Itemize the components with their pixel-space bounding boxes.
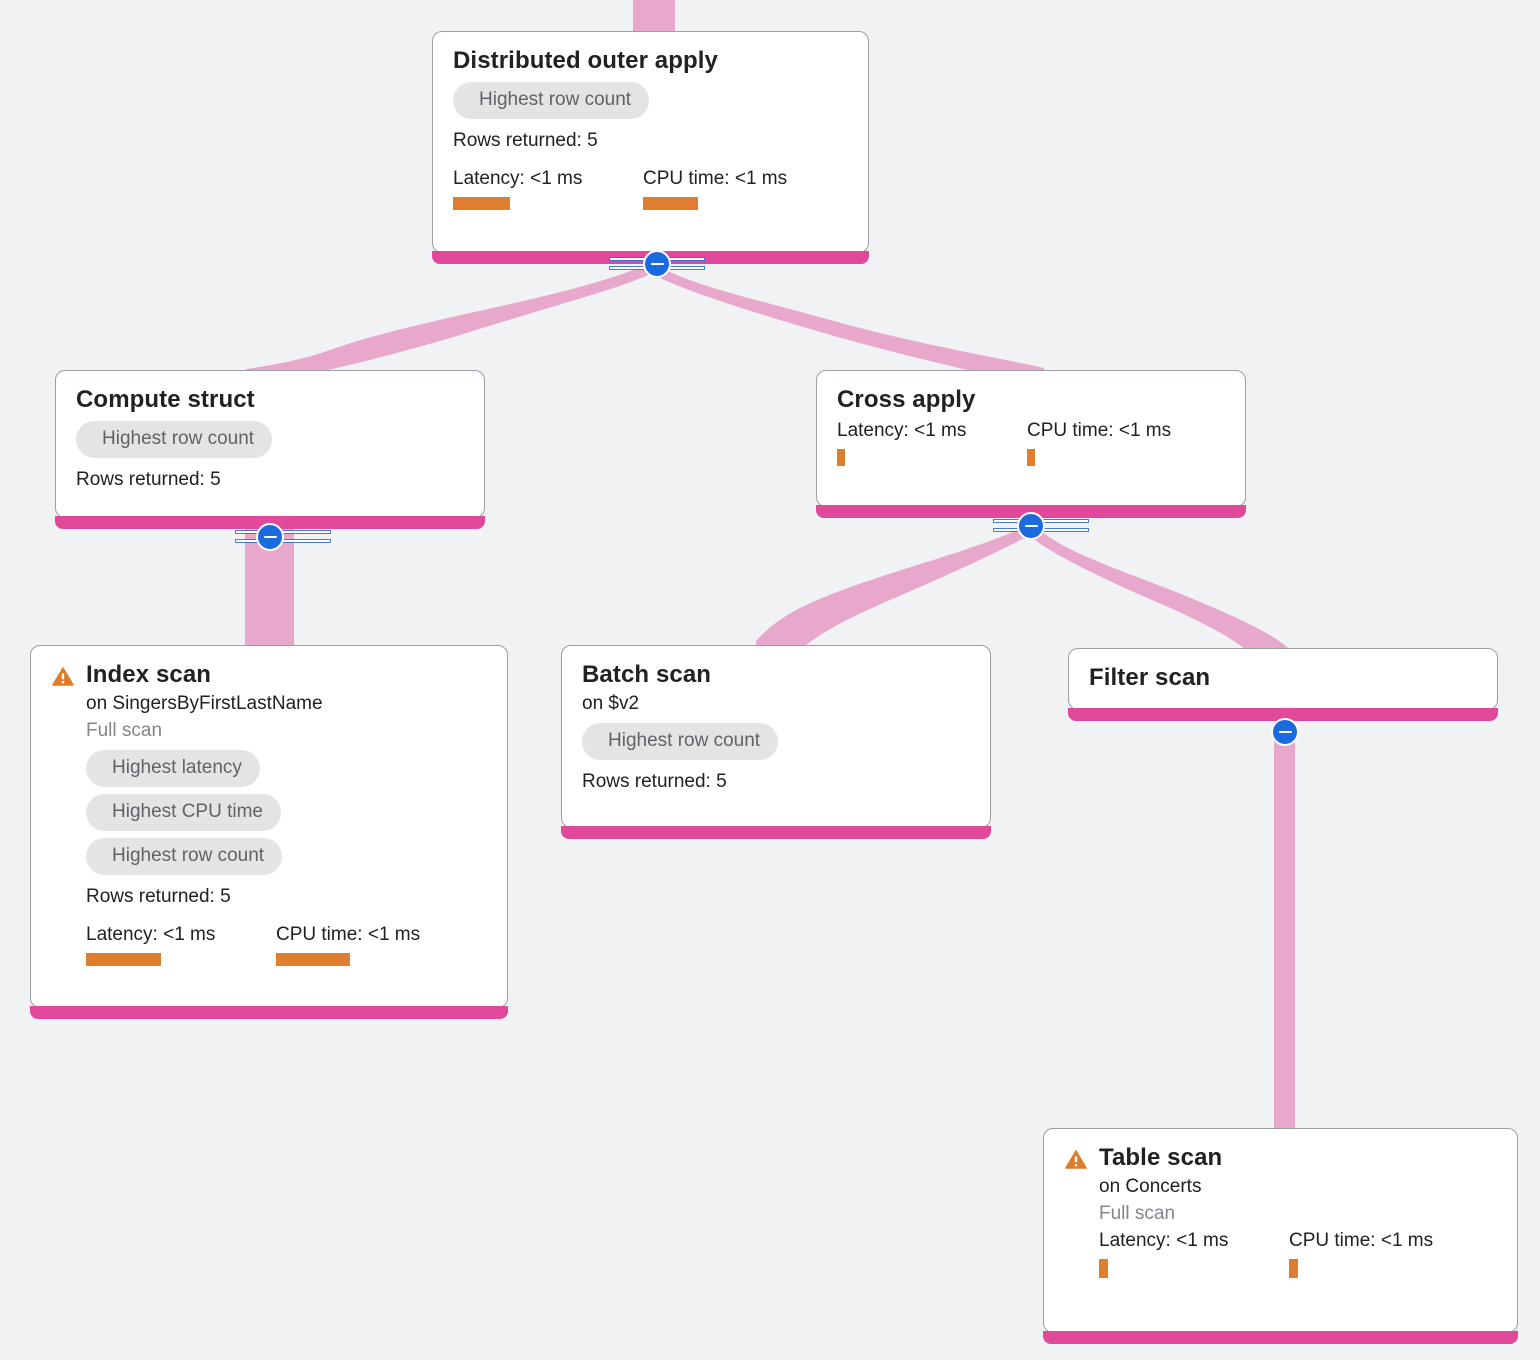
node-header: Index scan on SingersByFirstLastName Ful…: [51, 660, 487, 966]
metric-cpu-time-label: CPU time: <1 ms: [276, 924, 421, 945]
node-index-scan[interactable]: Index scan on SingersByFirstLastName Ful…: [30, 645, 508, 1019]
node-title: Compute struct: [76, 386, 255, 413]
metric-cpu-time: CPU time: <1 ms: [643, 167, 787, 210]
metric-cpu-time-label: CPU time: <1 ms: [643, 168, 788, 189]
node-body: Cross apply Latency: <1 ms CPU time: <1 …: [837, 385, 1171, 466]
metric-latency-bar: [1099, 1259, 1108, 1278]
metric-cpu-time-label: CPU time: <1 ms: [1289, 1230, 1434, 1251]
node-title: Filter scan: [1089, 664, 1211, 691]
node-title: Cross apply: [837, 386, 976, 413]
edge-root-inlet: [633, 0, 675, 32]
node-batch-scan[interactable]: Batch scan on $v2 Highest row count Rows…: [561, 645, 991, 839]
collapse-button-compute-struct[interactable]: [256, 523, 284, 551]
node-title: Table scan: [1099, 1144, 1223, 1171]
edge-cross-apply-to-filter-scan: [1030, 530, 1288, 650]
edge-root-to-cross-apply: [656, 268, 1044, 378]
chip-highest-row-count: Highest row count: [453, 82, 650, 119]
metric-cpu-time: CPU time: <1 ms: [1027, 419, 1171, 466]
node-header: Filter scan: [1089, 663, 1477, 693]
metric-latency-bar: [837, 449, 845, 466]
metric-cpu-time-bar: [276, 953, 350, 966]
node-accent-bar: [1043, 1331, 1518, 1344]
node-subtitle: on $v2: [582, 693, 640, 714]
metric-cpu-time-bar: [1289, 1259, 1298, 1278]
node-table-scan[interactable]: Table scan on Concerts Full scan Latency…: [1043, 1128, 1518, 1344]
rows-returned: Rows returned: 5: [453, 130, 598, 151]
node-header: Table scan on Concerts Full scan Latency…: [1064, 1143, 1497, 1278]
collapse-button-cross-apply[interactable]: [1017, 512, 1045, 540]
node-body: Filter scan: [1089, 663, 1210, 693]
metric-latency-bar: [86, 953, 161, 966]
node-body: Index scan on SingersByFirstLastName Ful…: [86, 660, 420, 966]
node-chips: Highest row count: [582, 723, 779, 760]
node-scan-note: Full scan: [1099, 1203, 1176, 1224]
metric-latency: Latency: <1 ms: [1099, 1229, 1289, 1278]
node-chips: Highest row count: [76, 421, 273, 458]
node-header: Compute struct Highest row count Rows re…: [76, 385, 464, 494]
edge-cross-apply-to-batch-scan: [756, 528, 1032, 650]
metric-latency: Latency: <1 ms: [837, 419, 1027, 466]
node-header: Distributed outer apply Highest row coun…: [453, 46, 848, 210]
node-metrics: Latency: <1 ms CPU time: <1 ms: [837, 419, 1171, 466]
metric-cpu-time-bar: [643, 197, 698, 210]
metric-cpu-time-label: CPU time: <1 ms: [1027, 420, 1172, 441]
node-subtitle: on SingersByFirstLastName: [86, 693, 323, 714]
metric-latency-label: Latency: <1 ms: [453, 168, 583, 189]
node-metrics: Latency: <1 ms CPU time: <1 ms: [86, 923, 420, 966]
node-body: Compute struct Highest row count Rows re…: [76, 385, 273, 494]
collapse-button-filter-scan[interactable]: [1271, 718, 1299, 746]
edge-root-to-compute-struct-fill: [246, 266, 654, 378]
rows-returned: Rows returned: 5: [582, 771, 727, 792]
node-scan-note: Full scan: [86, 720, 163, 741]
node-subtitle: on Concerts: [1099, 1176, 1202, 1197]
node-cross-apply[interactable]: Cross apply Latency: <1 ms CPU time: <1 …: [816, 370, 1246, 518]
node-distributed-outer-apply[interactable]: Distributed outer apply Highest row coun…: [432, 31, 869, 264]
node-body: Table scan on Concerts Full scan Latency…: [1099, 1143, 1433, 1278]
node-accent-bar: [30, 1006, 508, 1019]
metric-cpu-time: CPU time: <1 ms: [276, 923, 420, 966]
chip-highest-row-count: Highest row count: [86, 838, 283, 875]
metric-latency-label: Latency: <1 ms: [837, 420, 967, 441]
metric-latency-label: Latency: <1 ms: [1099, 1230, 1229, 1251]
warning-icon: [1065, 1149, 1087, 1169]
metric-latency: Latency: <1 ms: [86, 923, 276, 966]
rows-returned: Rows returned: 5: [86, 886, 231, 907]
node-metrics: Latency: <1 ms CPU time: <1 ms: [453, 167, 787, 210]
node-title: Distributed outer apply: [453, 47, 718, 74]
rows-returned: Rows returned: 5: [76, 469, 221, 490]
metric-cpu-time: CPU time: <1 ms: [1289, 1229, 1433, 1278]
node-header: Cross apply Latency: <1 ms CPU time: <1 …: [837, 385, 1225, 466]
metric-latency-label: Latency: <1 ms: [86, 924, 216, 945]
node-header: Batch scan on $v2 Highest row count Rows…: [582, 660, 970, 796]
node-accent-bar: [561, 826, 991, 839]
chip-highest-row-count: Highest row count: [582, 723, 779, 760]
warning-icon: [52, 666, 74, 686]
node-metrics: Latency: <1 ms CPU time: <1 ms: [1099, 1229, 1433, 1278]
node-title: Index scan: [86, 661, 212, 688]
chip-highest-cpu-time: Highest CPU time: [86, 794, 281, 831]
node-title: Batch scan: [582, 661, 712, 688]
metric-latency: Latency: <1 ms: [453, 167, 643, 210]
edge-filter-scan-to-table-scan: [1274, 722, 1295, 1135]
node-compute-struct[interactable]: Compute struct Highest row count Rows re…: [55, 370, 485, 529]
chip-highest-row-count: Highest row count: [76, 421, 273, 458]
node-body: Batch scan on $v2 Highest row count Rows…: [582, 660, 779, 796]
metric-cpu-time-bar: [1027, 449, 1035, 466]
chip-highest-latency: Highest latency: [86, 750, 260, 787]
node-accent-bar: [1068, 708, 1498, 721]
node-chips: Highest latency Highest CPU time Highest…: [86, 750, 420, 875]
collapse-button-distributed-outer-apply[interactable]: [643, 250, 671, 278]
node-body: Distributed outer apply Highest row coun…: [453, 46, 787, 210]
node-filter-scan[interactable]: Filter scan: [1068, 648, 1498, 721]
node-chips: Highest row count: [453, 82, 787, 119]
metric-latency-bar: [453, 197, 510, 210]
